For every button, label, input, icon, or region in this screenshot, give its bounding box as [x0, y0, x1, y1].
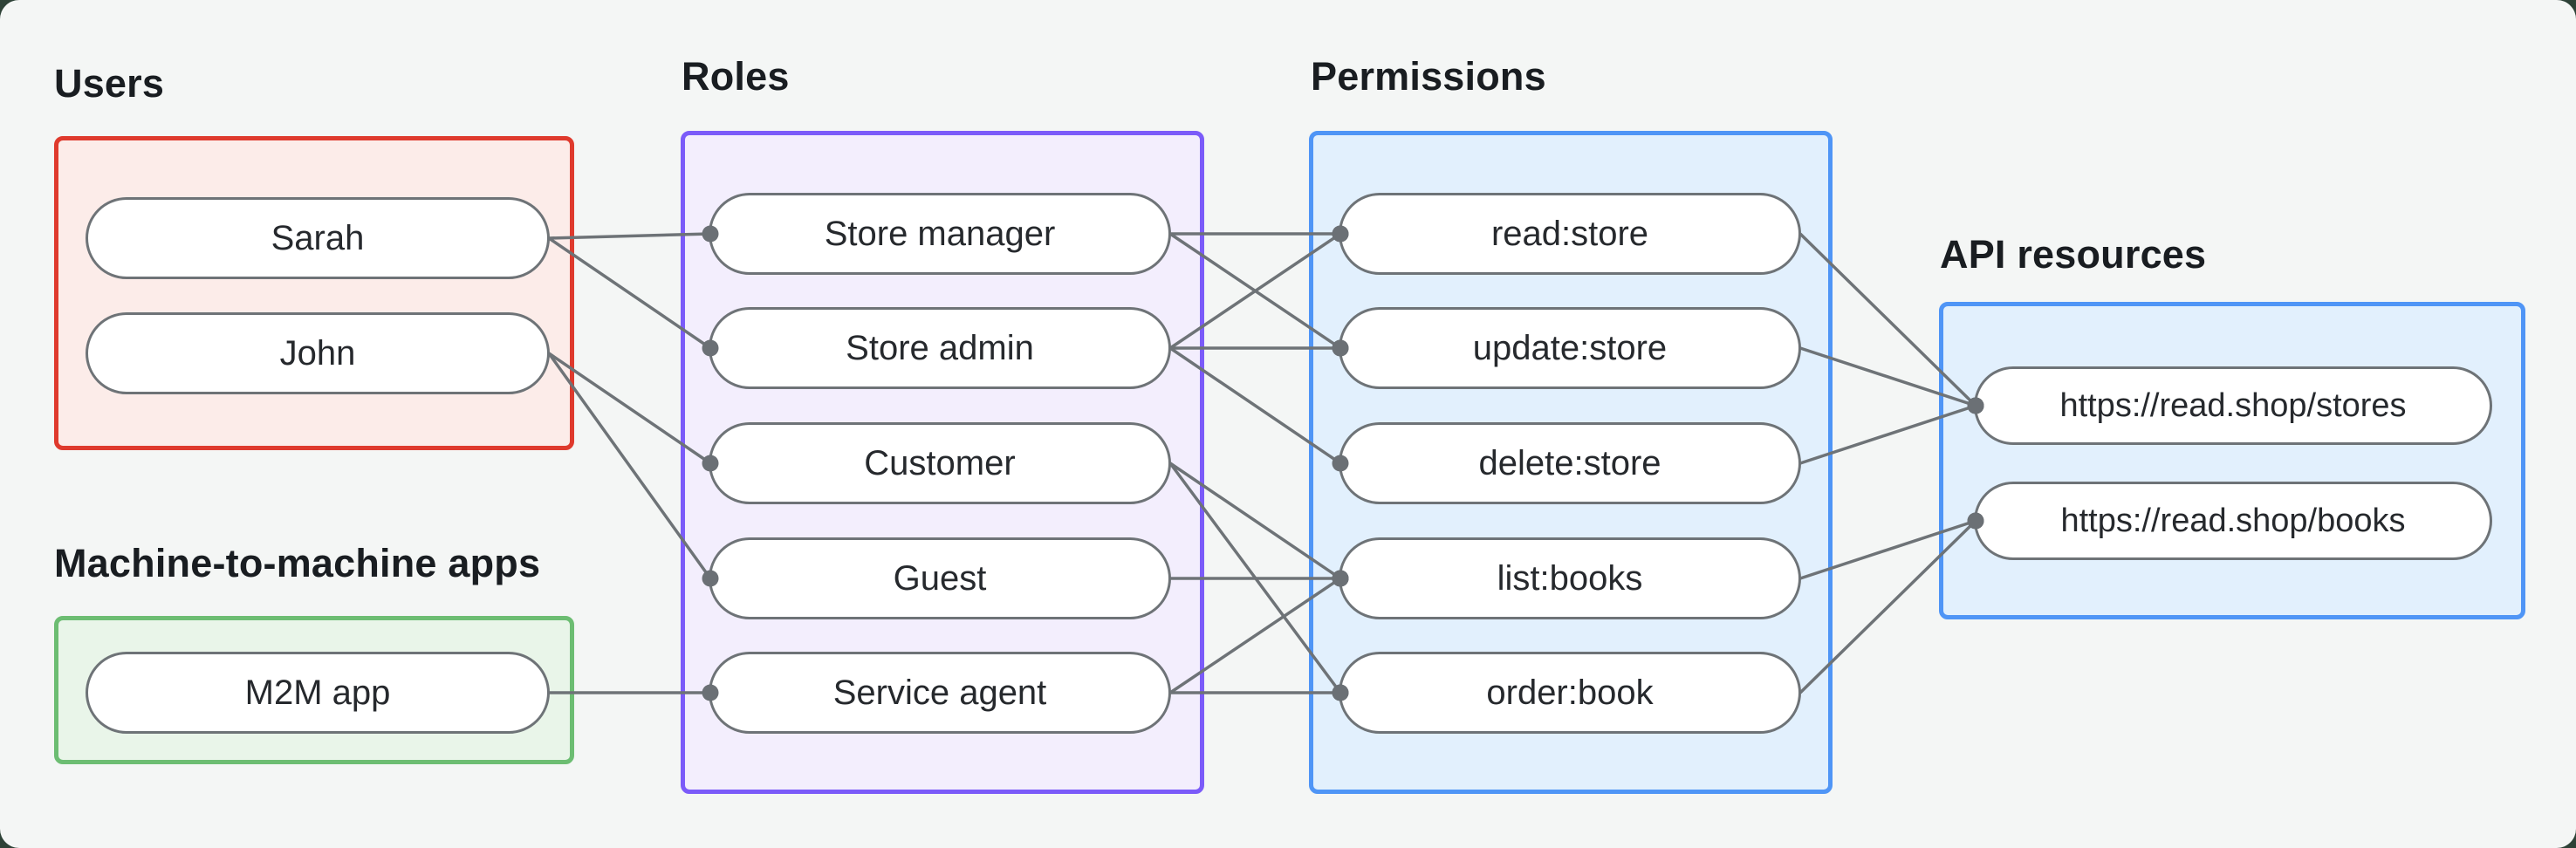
api-resources-group-box: [1939, 302, 2525, 619]
users-group-label: Users: [54, 61, 165, 106]
node-john: John: [86, 312, 550, 394]
api-resources-group-label: API resources: [1940, 232, 2207, 277]
users-group-box: [54, 136, 574, 450]
permissions-group-label: Permissions: [1311, 54, 1546, 99]
node-read-store: read:store: [1339, 193, 1801, 275]
node-store-admin: Store admin: [709, 307, 1171, 389]
node-m2m-app: M2M app: [86, 652, 550, 734]
node-customer: Customer: [709, 422, 1171, 504]
node-store-manager: Store manager: [709, 193, 1171, 275]
node-list-books: list:books: [1339, 537, 1801, 619]
node-books: https://read.shop/books: [1974, 482, 2492, 560]
node-guest: Guest: [709, 537, 1171, 619]
node-stores: https://read.shop/stores: [1974, 366, 2492, 445]
node-service-agent: Service agent: [709, 652, 1171, 734]
node-delete-store: delete:store: [1339, 422, 1801, 504]
m2m-apps-group-label: Machine-to-machine apps: [54, 541, 541, 585]
node-update-store: update:store: [1339, 307, 1801, 389]
roles-group-label: Roles: [682, 54, 790, 99]
node-order-book: order:book: [1339, 652, 1801, 734]
node-sarah: Sarah: [86, 197, 550, 279]
